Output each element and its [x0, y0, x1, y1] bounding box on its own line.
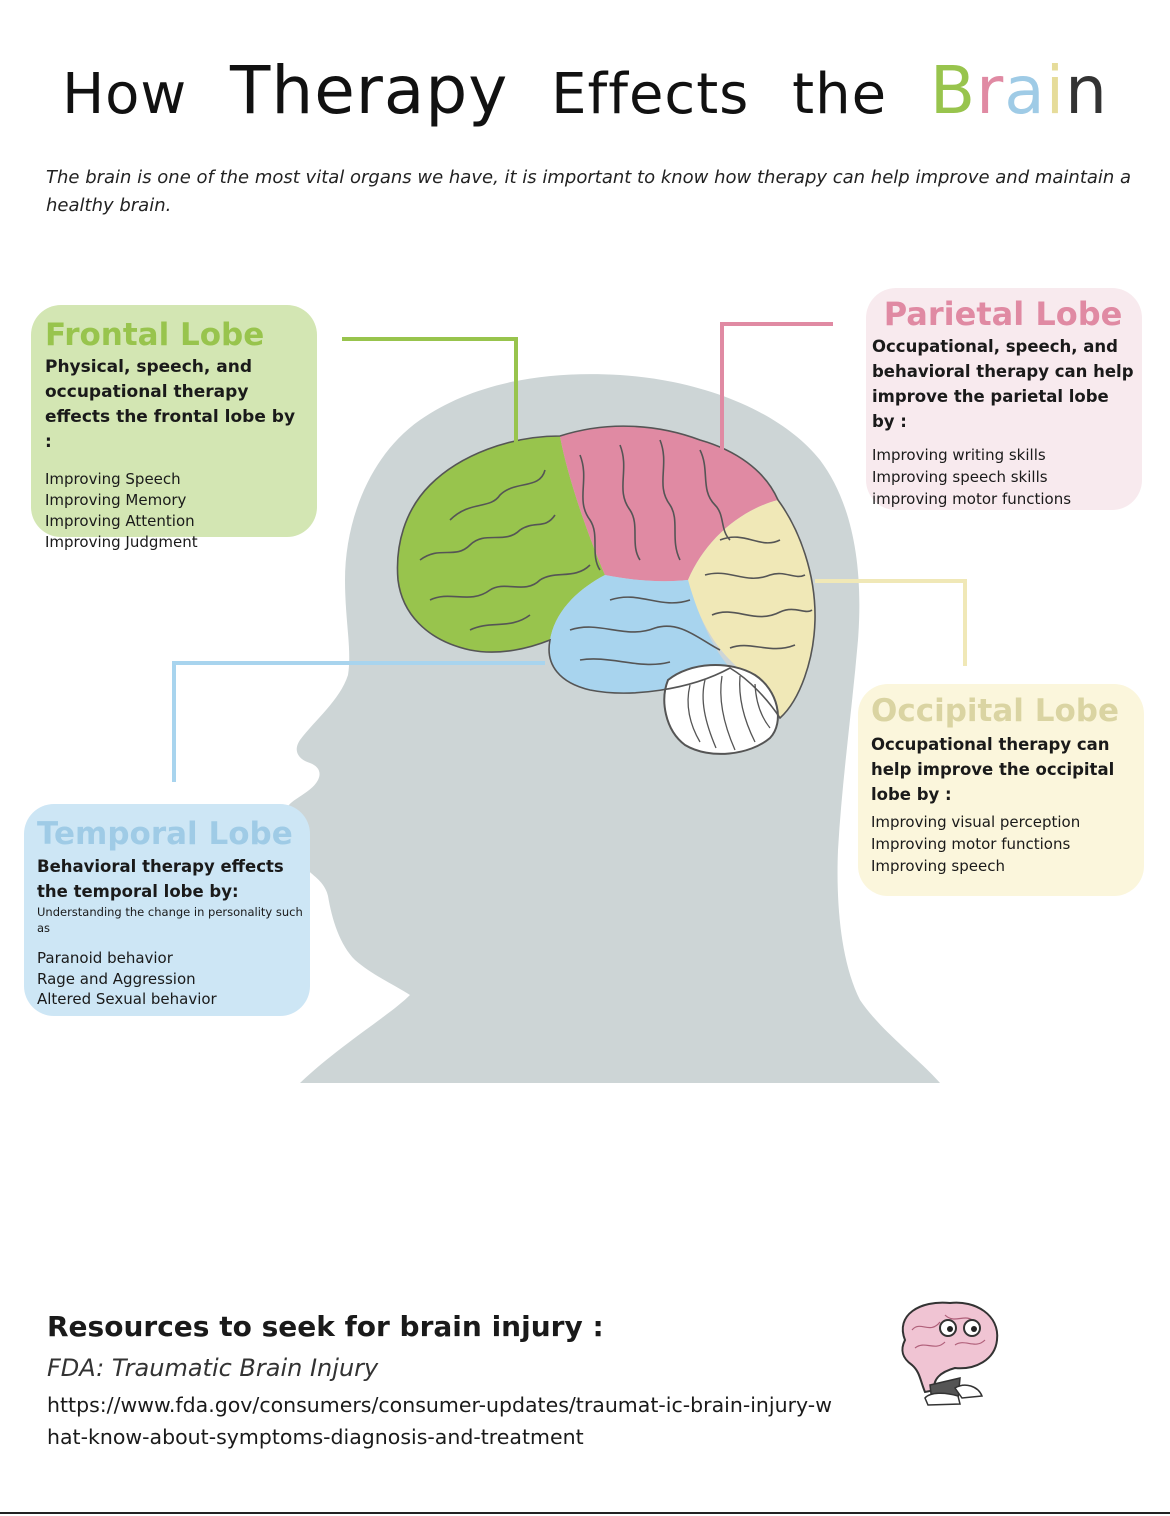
- brain-letter: B: [929, 52, 977, 129]
- list-item: Improving Speech: [45, 470, 181, 488]
- list-item: Paranoid behavior: [37, 949, 173, 967]
- occipital-lobe-list: Improving visual perception Improving mo…: [871, 811, 1134, 877]
- occipital-lobe-shape: [688, 500, 816, 718]
- title-word-brain: Brain: [930, 52, 1108, 129]
- frontal-lobe-heading: Frontal Lobe: [45, 317, 265, 353]
- temporal-lobe-heading: Temporal Lobe: [37, 816, 293, 852]
- occipital-lobe-card: Occipital Lobe Occupational therapy can …: [858, 684, 1144, 896]
- title-word-how: How: [62, 62, 188, 127]
- temporal-lobe-list: Paranoid behavior Rage and Aggression Al…: [37, 948, 306, 1010]
- parietal-lobe-list: Improving writing skills Improving speec…: [872, 444, 1134, 510]
- occipital-connector: [815, 579, 967, 666]
- list-item: Improving Memory: [45, 491, 187, 509]
- list-item: Improving Judgment: [45, 533, 198, 551]
- frontal-connector: [342, 337, 518, 445]
- list-item: Improving visual perception: [871, 813, 1081, 831]
- title-word-therapy: Therapy: [230, 52, 509, 129]
- list-item: Altered Sexual behavior: [37, 990, 217, 1008]
- title-word-the: the: [792, 62, 888, 127]
- frontal-lobe-card: Frontal Lobe Physical, speech, and occup…: [31, 305, 317, 551]
- resource-name: FDA: Traumatic Brain Injury: [47, 1354, 379, 1382]
- parietal-lobe-lead: Occupational, speech, and behavioral the…: [872, 337, 1134, 431]
- brain-letter: n: [1065, 52, 1108, 129]
- temporal-lobe-lead: Behavioral therapy effects the temporal …: [37, 857, 284, 901]
- page-title: How Therapy Effects the Brain: [0, 52, 1170, 129]
- frontal-lobe-list: Improving Speech Improving Memory Improv…: [45, 469, 305, 553]
- occipital-lobe-lead: Occupational therapy can help improve th…: [871, 735, 1115, 804]
- brain-mascot-icon: [901, 1301, 999, 1406]
- brain-letter: i: [1045, 52, 1066, 129]
- resource-link[interactable]: https://www.fda.gov/consumers/consumer-u…: [47, 1393, 832, 1449]
- cerebellum-shape: [663, 664, 779, 755]
- temporal-lobe-subtext: Understanding the change in personality …: [37, 905, 303, 935]
- list-item: Improving speech: [871, 857, 1005, 875]
- list-item: Improving Attention: [45, 512, 195, 530]
- list-item: Improving motor functions: [871, 835, 1071, 853]
- bottom-divider: [0, 1512, 1170, 1514]
- list-item: Improving writing skills: [872, 446, 1046, 464]
- list-item: Rage and Aggression: [37, 969, 196, 988]
- temporal-connector: [172, 661, 545, 782]
- occipital-lobe-heading: Occipital Lobe: [871, 693, 1119, 729]
- frontal-lobe-lead: Physical, speech, and occupational thera…: [45, 357, 296, 452]
- temporal-lobe-card: Temporal Lobe Behavioral therapy effects…: [24, 804, 310, 1016]
- resources-heading: Resources to seek for brain injury :: [47, 1310, 604, 1343]
- brain-letter: r: [976, 52, 1005, 129]
- parietal-lobe-card: Parietal Lobe Occupational, speech, and …: [866, 288, 1142, 510]
- intro-text: The brain is one of the most vital organ…: [46, 167, 1132, 216]
- list-item: improving motor functions: [872, 490, 1072, 508]
- list-item: Improving speech skills: [872, 468, 1048, 486]
- parietal-lobe-heading: Parietal Lobe: [883, 295, 1123, 333]
- frontal-lobe-shape: [397, 436, 605, 653]
- title-word-effects: Effects: [551, 62, 750, 127]
- parietal-connector: [720, 322, 833, 455]
- temporal-lobe-shape: [549, 575, 730, 694]
- brain-letter: a: [1004, 52, 1046, 129]
